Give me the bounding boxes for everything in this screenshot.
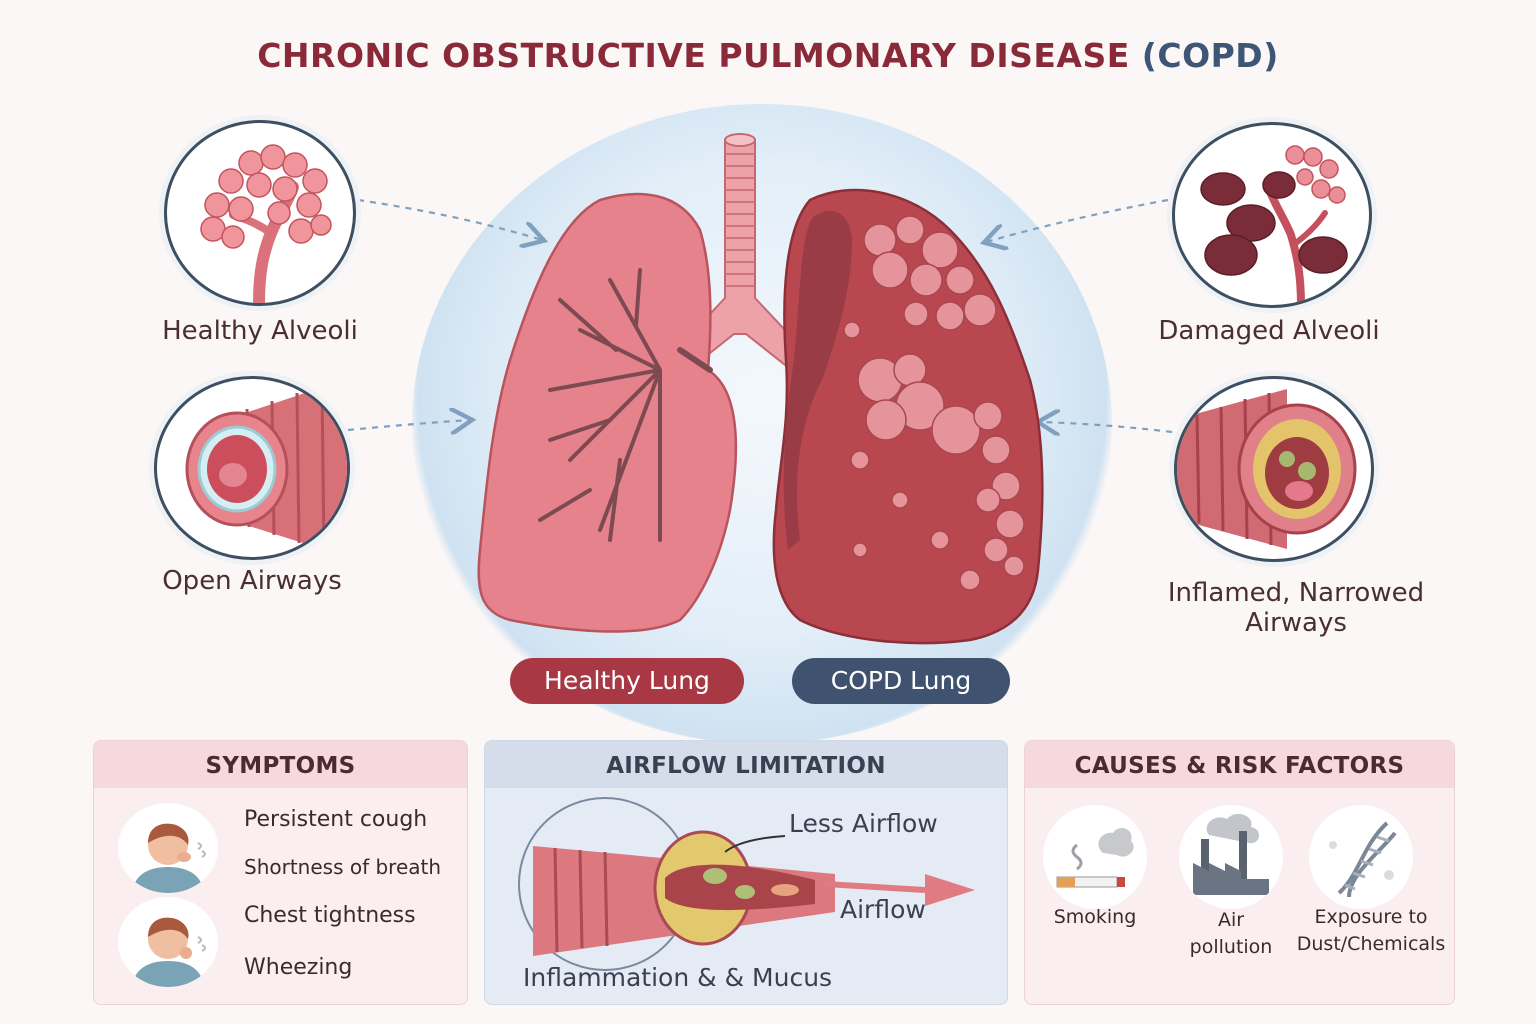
coughing-person-icon [118,803,218,893]
label-open-airways: Open Airways [162,566,342,596]
symptom-item: Persistent cough [244,807,428,832]
airflow-panel: AIRFLOW LIMITATION Less Airflow Airflow … [484,740,1008,1005]
symptom-item: Shortness of breath [244,855,442,879]
cigarette-icon [1043,805,1147,909]
cause-label: Air pollution [1173,907,1289,961]
open-airways-illustration [185,379,347,557]
title-main: CHRONIC OBSTRUCTIVE PULMONARY DISEASE [257,36,1130,75]
page-title: CHRONIC OBSTRUCTIVE PULMONARY DISEASE (C… [0,36,1536,75]
copd-lung-badge: COPD Lung [792,658,1010,704]
cause-label-line1: Smoking [1053,906,1137,928]
cause-label: Smoking [1037,904,1153,931]
symptoms-panel: SYMPTOMS Persistent cough Shortness of b… [93,740,468,1005]
cause-label-line2: Dust/Chemicals [1296,933,1446,955]
factory-icon [1179,805,1283,909]
cause-label-line2: pollution [1189,936,1273,958]
damaged-alveoli-inset [1172,122,1372,308]
inflamed-airways-illustration [1177,389,1357,549]
healthy-alveoli-inset [164,120,356,306]
less-airflow-label: Less Airflow [789,809,938,838]
cause-label-line1: Exposure to [1314,906,1428,928]
symptom-item: Wheezing [244,955,353,980]
damaged-alveoli-illustration [1200,145,1348,305]
airflow-heading: AIRFLOW LIMITATION [485,741,1007,788]
narrowed-airway-illustration [518,797,975,971]
open-airways-inset [154,376,350,560]
healthy-lung-shape [477,192,738,633]
label-inflamed-airways-line2: Airways [1245,608,1347,638]
copd-lung-shape [772,188,1044,645]
lungs-illustration [477,133,1044,645]
causes-panel: CAUSES & RISK FACTORS Smoking Air pollut [1024,740,1455,1005]
symptom-item: Chest tightness [244,903,416,928]
label-healthy-alveoli: Healthy Alveoli [162,316,358,346]
causes-heading: CAUSES & RISK FACTORS [1025,741,1454,788]
label-inflamed-airways-line1: Inflamed, Narrowed [1167,578,1425,608]
label-damaged-alveoli: Damaged Alveoli [1158,316,1380,346]
inflamed-airways-inset [1174,376,1374,562]
healthy-alveoli-illustration [200,144,332,303]
inflammation-mucus-label: Inflammation & & Mucus [523,963,833,992]
title-abbreviation: (COPD) [1141,36,1279,75]
dna-icon [1309,805,1413,909]
symptoms-heading: SYMPTOMS [94,741,467,788]
healthy-lung-badge: Healthy Lung [510,658,744,704]
wheezing-person-icon [118,897,218,987]
cause-label-line1: Air [1217,909,1245,931]
label-inflamed-airways: Inflamed, Narrowed Airways [1136,578,1456,638]
cause-label: Exposure to Dust/Chemicals [1291,904,1451,958]
airflow-label: Airflow [840,895,926,924]
